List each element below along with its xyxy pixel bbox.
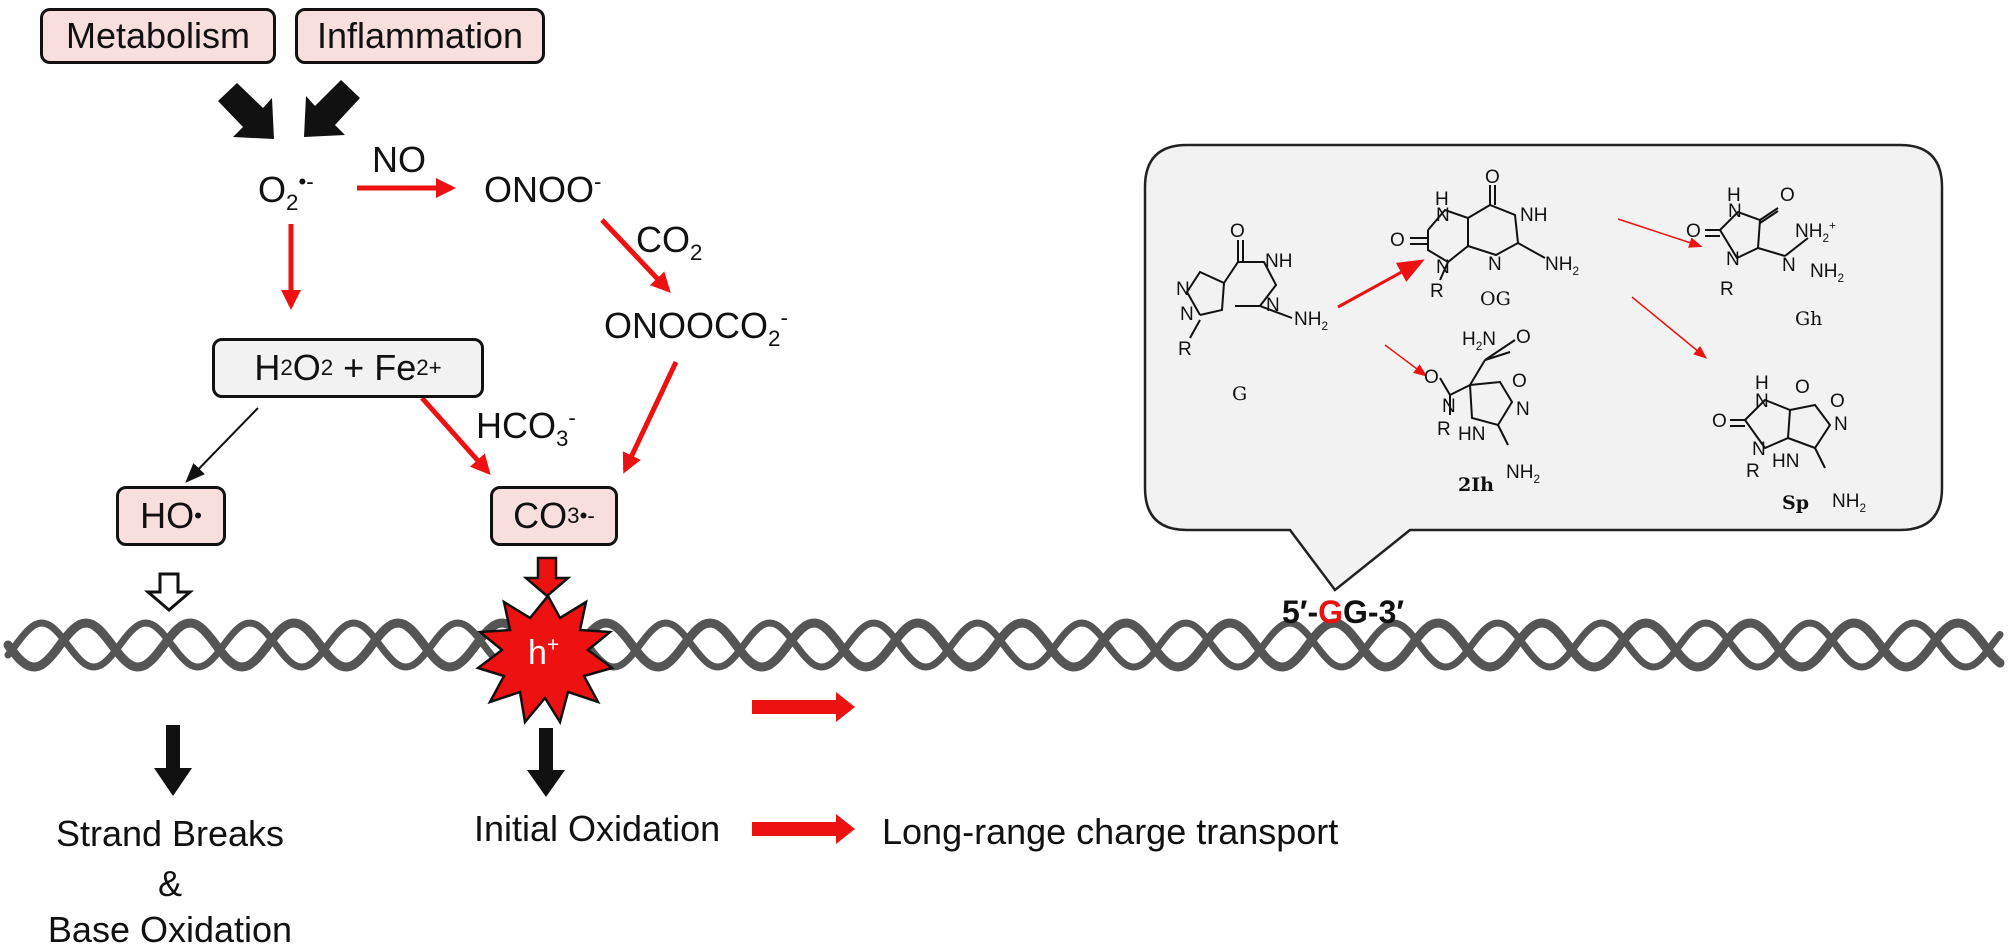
g-to-2ih-arrow xyxy=(1384,344,1428,377)
bicarbonate-label: HCO3- xyxy=(476,405,576,452)
h2o2-to-hydroxyl-arrow xyxy=(185,407,259,483)
structure-bonds xyxy=(1185,185,1832,469)
helix-strand-b xyxy=(4,619,2004,671)
dna-double-helix xyxy=(3,618,2005,672)
label-sp: Sp xyxy=(1782,492,1810,514)
no-label: NO xyxy=(372,139,426,180)
peroxynitrite-label: ONOO- xyxy=(484,169,602,210)
peroxynitrite-to-co2-arrow xyxy=(600,218,671,293)
metabolism-label: Metabolism xyxy=(65,15,251,56)
helix-strand-a xyxy=(3,618,2005,672)
initial-oxidation-label: Initial Oxidation xyxy=(474,808,721,849)
inflammation-box: Inflammation xyxy=(295,8,545,64)
hole-starburst xyxy=(475,593,615,726)
metabolism-box: Metabolism xyxy=(40,8,276,64)
label-2ih: 2Ih xyxy=(1458,474,1494,496)
hydroxyl-down-arrow xyxy=(143,572,195,612)
nitrosoperoxycarbonate-label: ONOOCO2- xyxy=(604,305,788,352)
inflammation-arrow xyxy=(304,80,360,137)
nitrosoperoxycarbonate-to-co3-arrow xyxy=(622,360,679,474)
strand-breaks-line1: Strand Breaks xyxy=(55,813,285,854)
initial-oxidation-arrow xyxy=(527,728,565,797)
strand-breaks-arrow xyxy=(154,725,192,796)
sequence-label: 5′-GG-3′ xyxy=(1282,594,1405,630)
og-to-sp-arrow xyxy=(1631,296,1708,359)
h2o2-to-co3-arrow xyxy=(420,396,491,475)
transport-arrow-helix xyxy=(752,692,855,722)
label-og: OG xyxy=(1480,288,1511,310)
metabolism-arrow xyxy=(218,83,274,139)
co2-label: CO2 xyxy=(636,219,703,266)
g-to-og-arrow xyxy=(1337,259,1425,309)
og-to-gh-arrow xyxy=(1617,218,1703,248)
sequence-highlight-g: G xyxy=(1318,594,1344,630)
strand-breaks-line2: & xyxy=(157,863,182,904)
label-g: G xyxy=(1232,383,1248,405)
strand-breaks-line3: Base Oxidation xyxy=(47,909,293,950)
hydroxyl-box: HO• xyxy=(116,486,226,546)
label-gh: Gh xyxy=(1795,308,1823,330)
charge-transport-label: Long-range charge transport xyxy=(882,811,1339,852)
transport-arrow-text xyxy=(752,814,855,844)
superoxide-label: O2•- xyxy=(258,169,314,216)
hole-label: h+ xyxy=(528,633,560,672)
co3-down-arrow xyxy=(522,556,572,598)
inflammation-label: Inflammation xyxy=(316,15,524,56)
